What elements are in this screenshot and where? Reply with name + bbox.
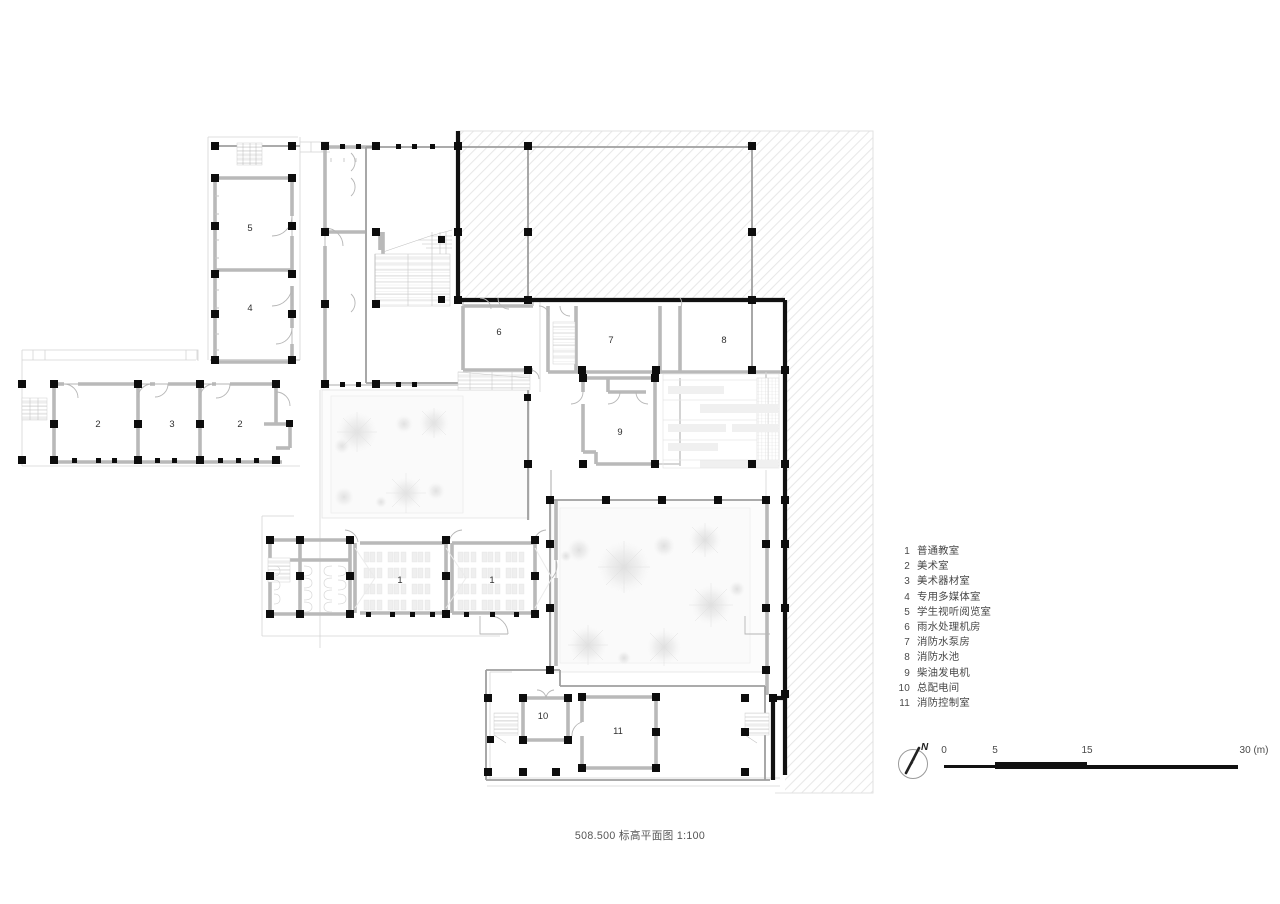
legend-number: 10 bbox=[898, 682, 910, 694]
room-number-labels: 5 4 2 3 2 6 7 8 9 1 1 10 11 bbox=[95, 222, 726, 736]
scale-tick-30: 30 (m) bbox=[1239, 745, 1269, 756]
door-swings bbox=[63, 152, 770, 737]
stair-room7 bbox=[552, 321, 576, 365]
legend-number: 6 bbox=[904, 621, 910, 633]
room-label-10: 10 bbox=[538, 710, 548, 721]
vegetation-cluster-south bbox=[560, 523, 745, 666]
north-letter: N bbox=[921, 742, 929, 753]
scale-seg-1 bbox=[944, 765, 995, 769]
legend-item: 4 专用多媒体室 bbox=[893, 590, 1093, 605]
window-mullions bbox=[215, 158, 357, 351]
courtyard-south bbox=[550, 499, 767, 673]
legend-item: 3 美术器材室 bbox=[893, 574, 1093, 589]
legend-number: 2 bbox=[904, 561, 910, 573]
scale-tick-0: 0 bbox=[941, 745, 947, 756]
classroom-furniture-1b bbox=[457, 551, 525, 611]
heavy-structural-walls bbox=[455, 131, 788, 780]
room-label-4: 4 bbox=[247, 302, 252, 313]
vegetation-cluster-north bbox=[334, 408, 449, 513]
room-label-1a: 1 bbox=[397, 574, 402, 585]
stair-west bbox=[21, 397, 48, 421]
north-arrow-icon: N bbox=[898, 742, 929, 779]
legend-item: 5 学生视听阅览室 bbox=[893, 605, 1093, 620]
legend-label: 柴油发电机 bbox=[917, 667, 970, 679]
room-label-8: 8 bbox=[721, 334, 726, 345]
legend-number: 3 bbox=[904, 576, 910, 588]
room-legend: 1 普通教室 2 美术室 3 美术器材室 4 专用多媒体室 5 学生视听阅览室 … bbox=[893, 544, 1093, 711]
structural-columns bbox=[18, 142, 789, 776]
legend-item: 7 消防水泵房 bbox=[893, 635, 1093, 650]
legend-label: 美术器材室 bbox=[917, 576, 970, 588]
restroom-fixtures bbox=[273, 565, 347, 613]
room-label-11: 11 bbox=[613, 725, 623, 736]
stair-south-left bbox=[493, 712, 519, 744]
legend-number: 8 bbox=[904, 652, 910, 664]
room-label-6: 6 bbox=[496, 326, 501, 337]
legend-number: 9 bbox=[904, 667, 910, 679]
scale-bar-track bbox=[944, 762, 1250, 770]
stair-northwest bbox=[236, 142, 263, 166]
room-label-9: 9 bbox=[617, 426, 622, 437]
legend-label: 学生视听阅览室 bbox=[917, 606, 992, 618]
legend-number: 5 bbox=[904, 606, 910, 618]
legend-item: 10 总配电间 bbox=[893, 681, 1093, 696]
courtyard-north bbox=[321, 389, 530, 519]
stair-south-right bbox=[744, 712, 770, 744]
page-title: 508.500 标高平面图 1:100 bbox=[0, 828, 1280, 843]
legend-item: 6 雨水处理机房 bbox=[893, 620, 1093, 635]
legend-label: 雨水处理机房 bbox=[917, 621, 981, 633]
legend-number: 1 bbox=[904, 546, 910, 557]
interior-walls bbox=[52, 145, 785, 770]
legend-label: 消防水池 bbox=[917, 652, 960, 664]
plan-title-text: 508.500 标高平面图 1:100 bbox=[574, 830, 706, 842]
legend-number: 4 bbox=[904, 591, 910, 603]
legend-label: 普通教室 bbox=[917, 546, 960, 557]
scale-seg-3 bbox=[1087, 764, 1238, 769]
room-label-1b: 1 bbox=[489, 574, 494, 585]
room-label-2a: 2 bbox=[95, 418, 100, 429]
legend-item: 11 消防控制室 bbox=[893, 696, 1093, 711]
legend-item: 9 柴油发电机 bbox=[893, 666, 1093, 681]
scale-seg-2 bbox=[995, 762, 1087, 769]
legend-number: 11 bbox=[899, 697, 910, 709]
classroom-furniture-1a bbox=[363, 551, 431, 611]
legend-item: 2 美术室 bbox=[893, 559, 1093, 574]
legend-label: 总配电间 bbox=[917, 682, 960, 694]
room-label-7: 7 bbox=[608, 334, 613, 345]
site-earth-hatch bbox=[458, 130, 874, 794]
scale-bar-ticks: 0 5 15 30 (m) bbox=[941, 745, 1268, 759]
room-label-2b: 2 bbox=[237, 418, 242, 429]
legend-label: 专用多媒体室 bbox=[917, 591, 981, 603]
legend-number: 7 bbox=[904, 637, 910, 649]
legend-item: 1 普通教室 bbox=[893, 544, 1093, 559]
legend-item: 8 消防水池 bbox=[893, 650, 1093, 665]
scale-tick-15: 15 bbox=[1081, 745, 1093, 756]
stepped-seating-east bbox=[662, 373, 780, 469]
room-label-5: 5 bbox=[247, 222, 252, 233]
central-stair bbox=[374, 229, 453, 307]
thin-construction-lines bbox=[21, 136, 780, 787]
room-label-3: 3 bbox=[169, 418, 174, 429]
legend-label: 美术室 bbox=[917, 561, 949, 573]
scale-tick-5: 5 bbox=[992, 745, 998, 756]
legend-label: 消防控制室 bbox=[917, 697, 970, 709]
legend-label: 消防水泵房 bbox=[917, 637, 970, 649]
stair-ramp-room6 bbox=[457, 371, 531, 391]
